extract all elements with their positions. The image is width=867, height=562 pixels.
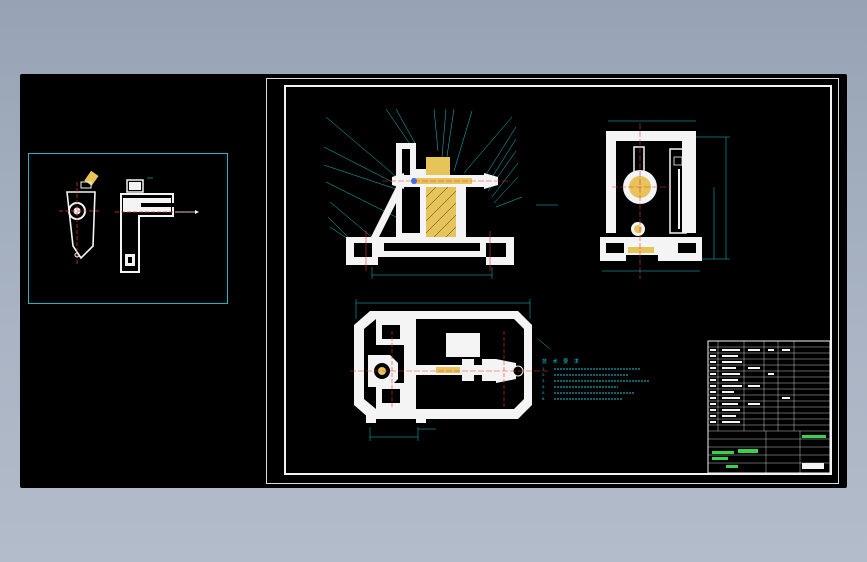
tech-note-line: 4. [542,385,546,389]
tech-note-line: 5. [542,391,546,395]
drawing-border [284,85,832,475]
tech-notes-title: 技 术 要 求 [542,359,581,365]
side-view [600,120,730,279]
plan-view [350,299,551,441]
tech-note-line: 6. [542,397,546,401]
title-block [707,340,831,474]
detail-view-frame [28,153,228,304]
tech-note-line: 2. [542,373,546,377]
tech-note-line: 3. [542,379,546,383]
front-view [323,108,558,279]
tech-notes-scribble [554,368,650,400]
tech-notes: 1. 2. 3. 4. 5. 6. [542,366,545,402]
cad-drawing-canvas[interactable]: 技 术 要 求 1. 2. 3. 4. 5. 6. [20,74,847,488]
drawing-sheet [266,78,839,484]
tech-note-line: 1. [542,367,546,371]
assembly-drawing [323,108,831,474]
detail-view-drawing [59,170,199,273]
